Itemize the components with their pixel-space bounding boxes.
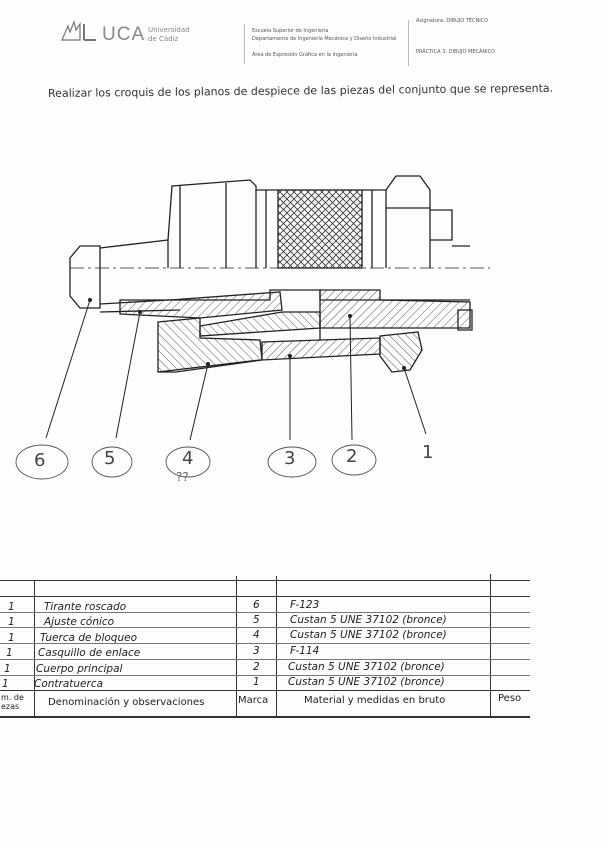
- logo-text: UCA: [102, 24, 146, 45]
- leader-2: [349, 315, 353, 441]
- row-material: Custan 5 UNE 37102 (bronce): [290, 629, 447, 641]
- name-header: Denominación y observaciones: [48, 697, 205, 708]
- weight-header: Peso: [498, 693, 522, 704]
- qty-header-line-2: ezas: [1, 702, 20, 711]
- qty-header-line-1: m. de: [1, 693, 24, 702]
- university-name: Universidad de Cádiz: [148, 26, 190, 44]
- callout-5: 5: [104, 448, 116, 469]
- counternut-section: [379, 331, 423, 373]
- cone-section: [119, 291, 283, 319]
- sleeve-section: [199, 311, 321, 337]
- row-qty: 1: [8, 601, 15, 613]
- leader-6: [45, 299, 91, 439]
- row-name: Contratuerca: [34, 678, 104, 690]
- bushing-section: [261, 337, 381, 361]
- callout-2: 2: [346, 446, 358, 467]
- callout-4: 4: [182, 448, 194, 469]
- row-material: Custan 5 UNE 37102 (bronce): [288, 676, 445, 688]
- material-header: Material y medidas en bruto: [304, 695, 446, 706]
- qty-header: m. de ezas: [1, 693, 24, 711]
- row-mark: 2: [253, 661, 260, 673]
- subject-label: Asignatura: DIBUJO TÉCNICO: [416, 18, 489, 24]
- leader-lines: [45, 299, 427, 441]
- practice-label: PRÁCTICA 3: DIBUJO MECÁNICO: [416, 49, 496, 55]
- row-mark: 6: [253, 599, 260, 611]
- school-line-1: Escuela Superior de Ingeniería: [252, 28, 329, 34]
- leader-4: [189, 363, 209, 441]
- instruction-text: Realizar los croquis de los planos de de…: [47, 81, 554, 100]
- row-name: Casquillo de enlace: [38, 647, 141, 659]
- main-body-section: [319, 289, 471, 329]
- callout-6: 6: [34, 450, 46, 471]
- leader-1: [403, 367, 427, 435]
- row-qty: 1: [2, 678, 9, 690]
- row-mark: 4: [253, 629, 260, 641]
- mark-header: Marca: [238, 695, 269, 706]
- row-material: F-123: [290, 599, 320, 611]
- header-divider: [244, 24, 245, 64]
- row-name: Cuerpo principal: [36, 663, 123, 675]
- nut-top: [167, 179, 257, 268]
- knurl-sleeve: [277, 189, 363, 269]
- row-qty: 1: [4, 663, 11, 675]
- assembly-drawing: [15, 175, 490, 480]
- callout-1: 1: [422, 442, 434, 463]
- row-mark: 5: [253, 614, 260, 626]
- header-divider-2: [408, 20, 409, 66]
- university-line-1: Universidad: [148, 26, 190, 34]
- school-info: Escuela Superior de Ingeniería Departame…: [252, 27, 396, 59]
- row-name: Tuerca de bloqueo: [40, 632, 138, 644]
- callout-note: ??: [176, 470, 189, 484]
- hex-nut-top: [385, 175, 431, 268]
- row-material: Custan 5 UNE 37102 (bronce): [290, 614, 447, 626]
- leader-5: [115, 311, 141, 439]
- row-name: Ajuste cónico: [44, 616, 115, 628]
- row-mark: 3: [253, 645, 260, 657]
- row-mark: 1: [253, 676, 260, 688]
- university-line-2: de Cádiz: [148, 35, 179, 43]
- threaded-rod-end: [69, 245, 101, 309]
- row-material: F-114: [290, 645, 320, 657]
- row-qty: 1: [8, 632, 15, 644]
- callout-3: 3: [284, 448, 296, 469]
- row-qty: 1: [8, 616, 15, 628]
- row-material: Custan 5 UNE 37102 (bronce): [288, 661, 445, 673]
- school-line-3: Área de Expresión Gráfica en la Ingenier…: [252, 52, 358, 58]
- row-qty: 1: [6, 647, 13, 659]
- row-name: Tirante roscado: [44, 601, 127, 613]
- school-line-2: Departamento de Ingeniería Mecánica y Di…: [252, 36, 397, 42]
- university-logo-icon: [61, 20, 96, 41]
